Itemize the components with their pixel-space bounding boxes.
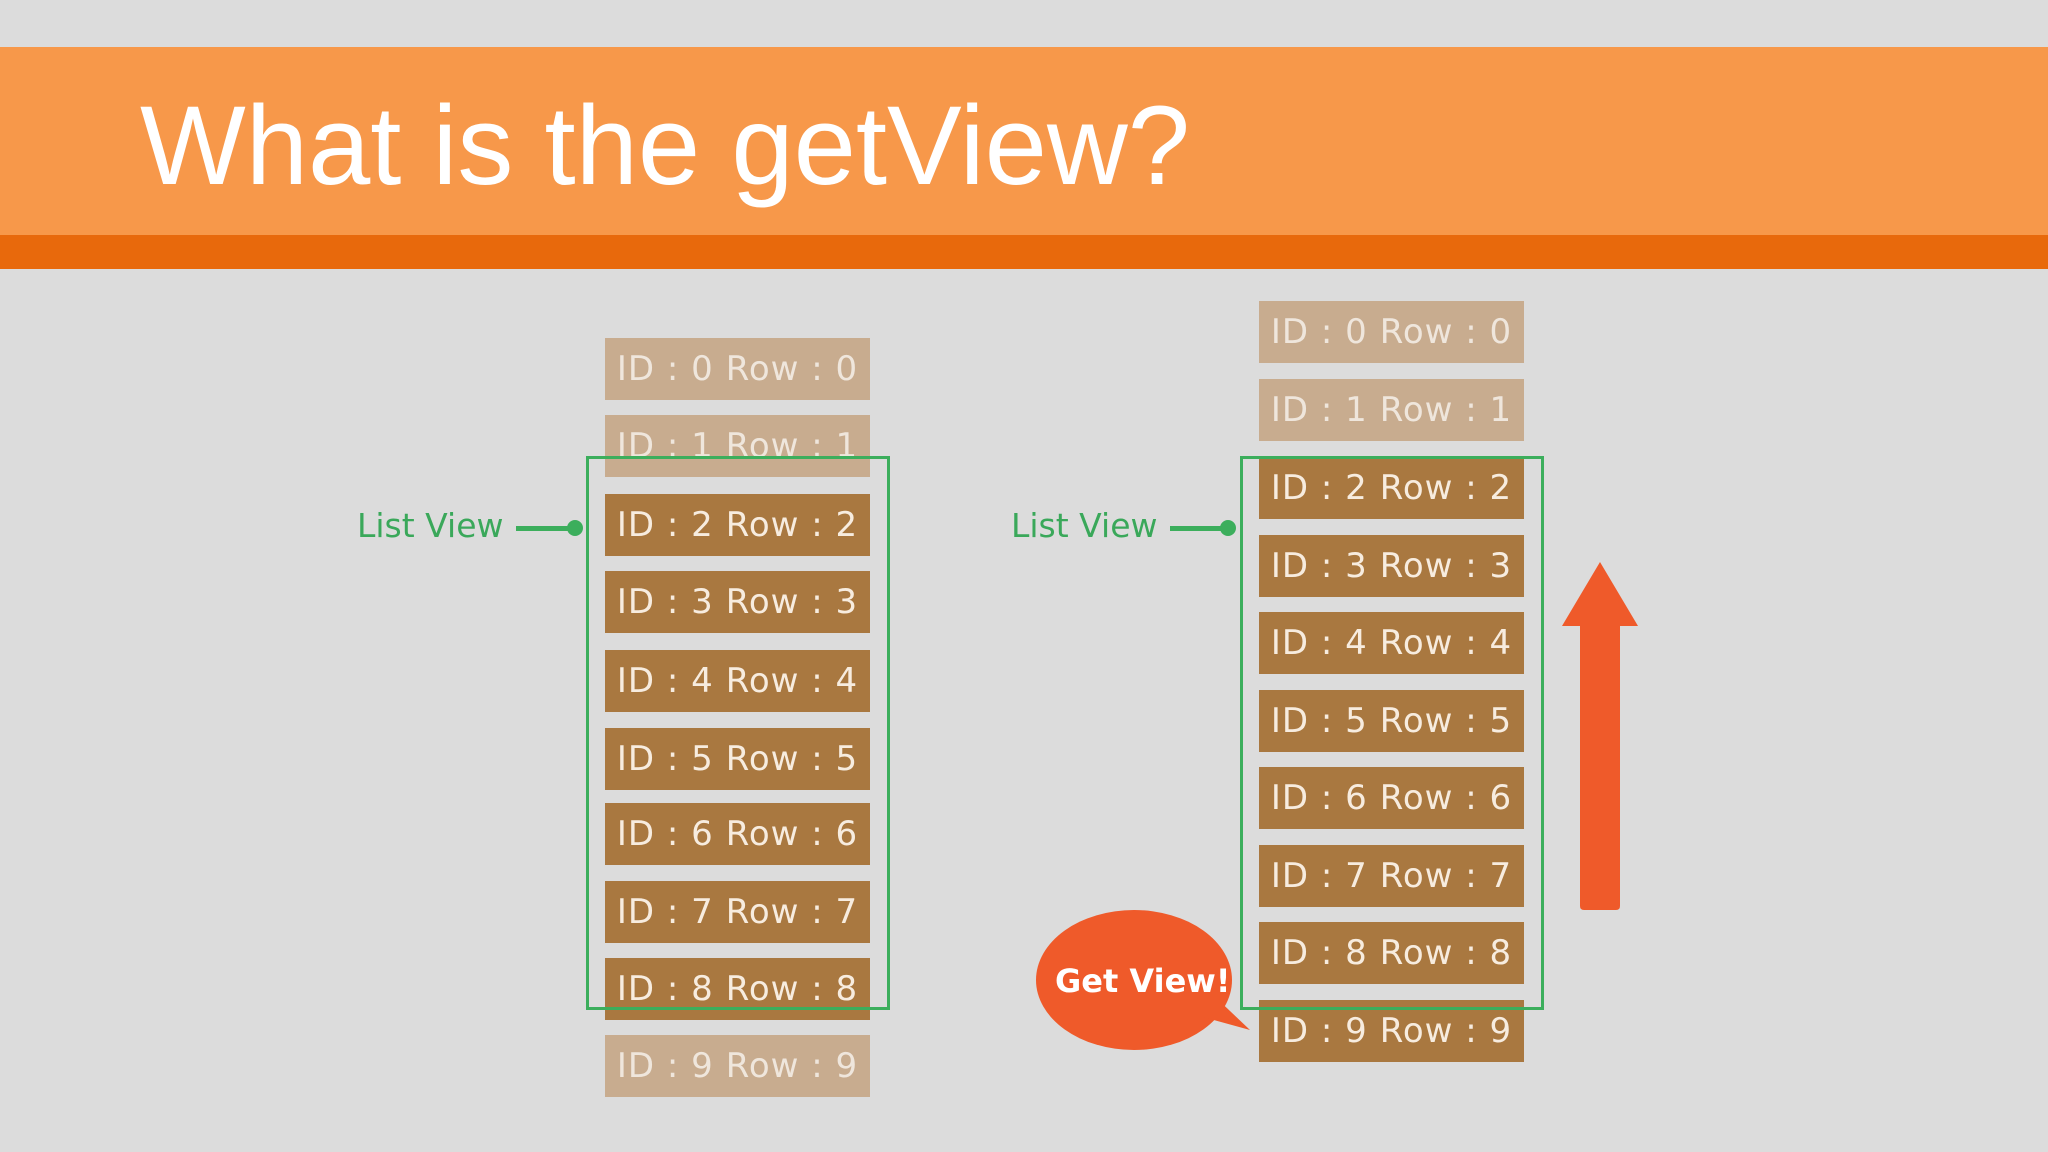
left-row-id: ID : 9 [616, 1046, 714, 1086]
left-listview-connector-dot [567, 520, 583, 536]
left-row-index: Row : 2 [725, 505, 859, 545]
title-banner-stripe [0, 235, 2048, 269]
right-listview-frame [1240, 456, 1544, 1010]
left-row-id: ID : 8 [616, 969, 714, 1009]
right-row-index: Row : 1 [1379, 390, 1513, 430]
left-row-6: ID : 6 Row : 6 [605, 803, 870, 865]
left-listview-connector [516, 526, 574, 531]
right-row-8: ID : 8 Row : 8 [1259, 922, 1524, 984]
left-row-1: ID : 1 Row : 1 [605, 415, 870, 477]
right-row-index: Row : 0 [1379, 312, 1513, 352]
left-row-9: ID : 9 Row : 9 [605, 1035, 870, 1097]
left-row-index: Row : 5 [725, 739, 859, 779]
left-listview-frame [586, 456, 890, 1010]
right-row-7: ID : 7 Row : 7 [1259, 845, 1524, 907]
right-listview-connector [1170, 526, 1228, 531]
right-row-index: Row : 8 [1379, 933, 1513, 973]
right-row-index: Row : 2 [1379, 468, 1513, 508]
right-row-index: Row : 5 [1379, 701, 1513, 741]
right-row-9: ID : 9 Row : 9 [1259, 1000, 1524, 1062]
left-row-4: ID : 4 Row : 4 [605, 650, 870, 712]
left-row-index: Row : 3 [725, 582, 859, 622]
right-row-index: Row : 3 [1379, 546, 1513, 586]
right-listview-connector-dot [1220, 520, 1236, 536]
left-row-index: Row : 4 [725, 661, 859, 701]
left-row-index: Row : 1 [725, 426, 859, 466]
left-row-id: ID : 4 [616, 661, 714, 701]
left-row-2: ID : 2 Row : 2 [605, 494, 870, 556]
left-row-index: Row : 6 [725, 814, 859, 854]
left-row-id: ID : 6 [616, 814, 714, 854]
right-row-index: Row : 9 [1379, 1011, 1513, 1051]
left-row-0: ID : 0 Row : 0 [605, 338, 870, 400]
right-row-4: ID : 4 Row : 4 [1259, 612, 1524, 674]
right-row-2: ID : 2 Row : 2 [1259, 457, 1524, 519]
left-row-id: ID : 5 [616, 739, 714, 779]
right-row-1: ID : 1 Row : 1 [1259, 379, 1524, 441]
right-row-id: ID : 2 [1270, 468, 1368, 508]
right-row-5: ID : 5 Row : 5 [1259, 690, 1524, 752]
right-row-index: Row : 4 [1379, 623, 1513, 663]
left-row-7: ID : 7 Row : 7 [605, 881, 870, 943]
left-row-3: ID : 3 Row : 3 [605, 571, 870, 633]
right-row-6: ID : 6 Row : 6 [1259, 767, 1524, 829]
right-listview-label: List View [1011, 506, 1158, 545]
right-row-id: ID : 0 [1270, 312, 1368, 352]
right-row-id: ID : 8 [1270, 933, 1368, 973]
right-row-id: ID : 5 [1270, 701, 1368, 741]
left-row-id: ID : 7 [616, 892, 714, 932]
right-row-id: ID : 4 [1270, 623, 1368, 663]
left-row-id: ID : 0 [616, 349, 714, 389]
right-row-index: Row : 7 [1379, 856, 1513, 896]
right-row-id: ID : 6 [1270, 778, 1368, 818]
right-row-id: ID : 3 [1270, 546, 1368, 586]
get-view-callout-text: Get View! [1055, 962, 1231, 1000]
left-row-index: Row : 8 [725, 969, 859, 1009]
left-row-id: ID : 1 [616, 426, 714, 466]
left-row-index: Row : 9 [725, 1046, 859, 1086]
right-row-0: ID : 0 Row : 0 [1259, 301, 1524, 363]
left-row-index: Row : 0 [725, 349, 859, 389]
left-row-index: Row : 7 [725, 892, 859, 932]
left-row-5: ID : 5 Row : 5 [605, 728, 870, 790]
title-banner [0, 47, 2048, 235]
left-row-id: ID : 2 [616, 505, 714, 545]
right-row-3: ID : 3 Row : 3 [1259, 535, 1524, 597]
right-row-id: ID : 9 [1270, 1011, 1368, 1051]
scroll-up-arrow-icon [1562, 562, 1638, 910]
left-row-id: ID : 3 [616, 582, 714, 622]
right-row-id: ID : 1 [1270, 390, 1368, 430]
slide-title: What is the getView? [140, 83, 1191, 208]
right-row-id: ID : 7 [1270, 856, 1368, 896]
get-view-callout-bubble [1036, 910, 1250, 1050]
left-listview-label: List View [357, 506, 504, 545]
right-row-index: Row : 6 [1379, 778, 1513, 818]
